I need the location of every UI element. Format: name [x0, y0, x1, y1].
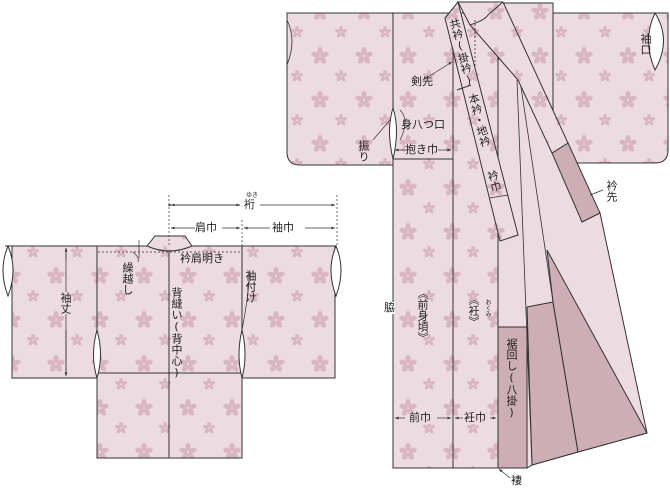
katahaba-label: 肩巾 [195, 221, 217, 234]
front-body [392, 12, 499, 469]
okumi-ruby: おくみ [484, 299, 491, 317]
susomawashi-panel [497, 326, 528, 469]
front-view-kimono [286, 0, 669, 479]
kurikoshi-label: 繰越し [121, 262, 134, 295]
sleeve-opening-left [2, 244, 14, 298]
sodeguchi-label: 袖口 [639, 33, 652, 55]
maemigoro-label: 《前身頃》 [416, 288, 429, 343]
tsuma-label: 褄 [511, 474, 522, 487]
eri-kataaki-label: 衿肩明き [180, 252, 224, 265]
miyatsuguchi-label: 身八つ口 [401, 118, 445, 131]
sleeve-opening-right [330, 244, 342, 298]
furi-left [93, 328, 101, 380]
sodetake-label: 袖丈 [59, 292, 72, 314]
yuki-label: 裄 [244, 198, 255, 211]
collar-band [444, 0, 519, 242]
maehaba-label: 前巾 [409, 411, 431, 424]
front-left-sleeve [286, 12, 394, 166]
left-sleeve [5, 245, 98, 379]
dakihaba-label: 抱き巾 [405, 143, 438, 156]
front-right-sleeve [552, 12, 669, 164]
back-view-kimono [2, 195, 342, 459]
waki-label: 脇 [384, 301, 395, 314]
okumihaba-label: 衽巾 [464, 411, 486, 424]
furi-label: 振り [357, 140, 370, 162]
furi-right [238, 329, 246, 380]
right-sleeve [241, 245, 336, 379]
sodetsuke-label: 袖付け [244, 270, 257, 303]
yuki-ruby: ゆき [246, 192, 259, 199]
okumi-label: 《衽》 [467, 294, 480, 327]
front-sleeve-opening [648, 11, 664, 72]
lining-dark-2 [546, 249, 648, 453]
sodehaba-label: 袖巾 [272, 221, 294, 234]
senui-label: 背縫い(背中心) [170, 287, 183, 379]
collar-back [146, 235, 193, 252]
susomawashi-label: 裾回し(八掛) [505, 338, 518, 419]
erisaki-label: 衿先 [605, 180, 618, 202]
miyatsuguchi-opening [389, 106, 397, 160]
kensaki-label: 剣先 [411, 75, 433, 88]
